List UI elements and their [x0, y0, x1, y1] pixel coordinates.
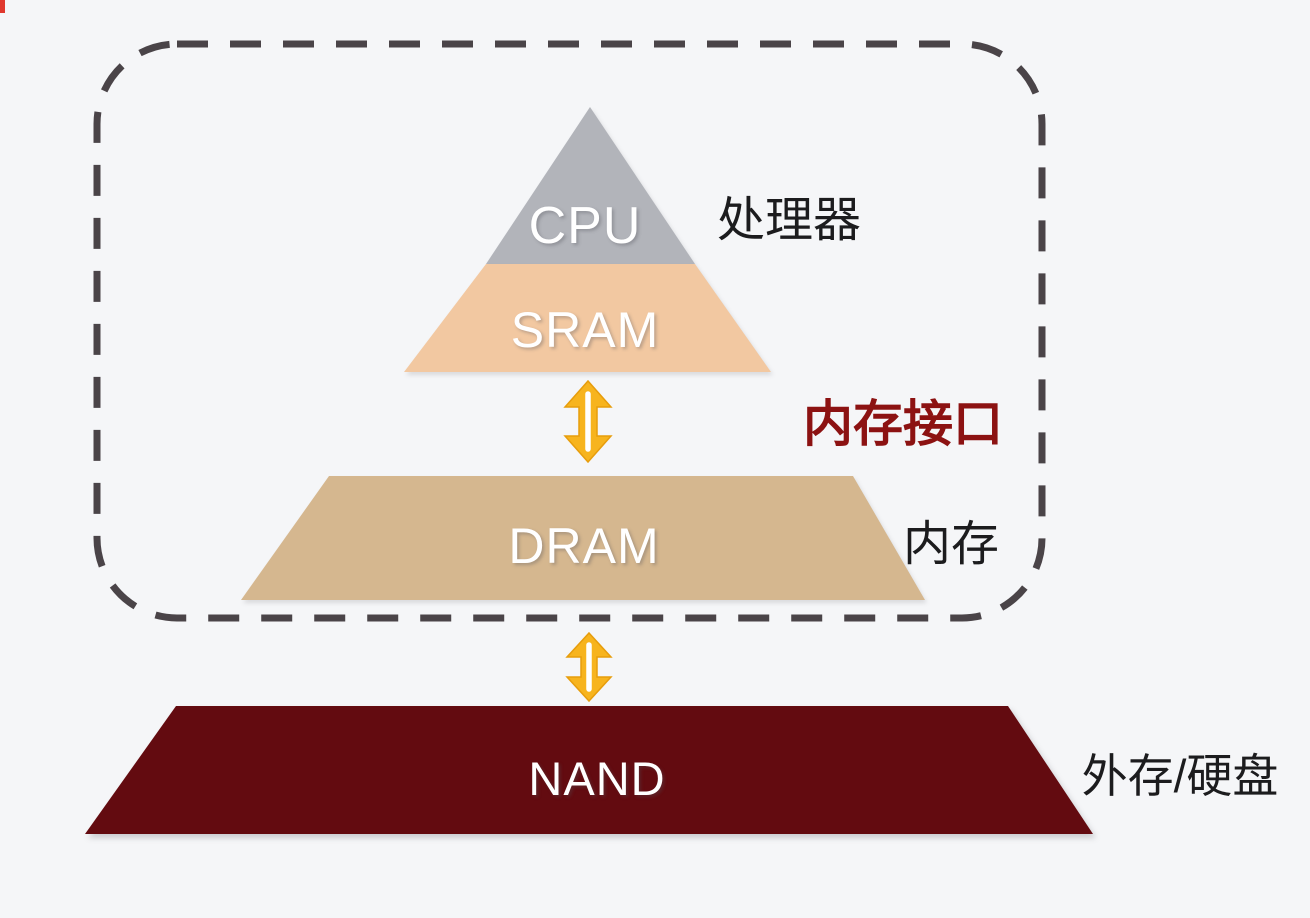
corner-artifact-mark	[0, 0, 5, 13]
cpu-triangle	[486, 107, 695, 264]
dram-label: DRAM	[508, 518, 659, 574]
arrow-dram-nand	[565, 631, 613, 703]
external-storage-annotation: 外存/硬盘	[1082, 750, 1279, 802]
dashed-boundary-frame	[93, 40, 1046, 622]
processor-annotation: 处理器	[717, 194, 861, 247]
memory-interface-annotation: 内存接口	[803, 396, 1003, 452]
cpu-label: CPU	[529, 197, 642, 255]
memory-annotation: 内存	[903, 518, 999, 571]
sram-label: SRAM	[511, 302, 659, 358]
sram-trapezoid	[404, 264, 771, 372]
arrow-sram-dram	[563, 379, 613, 464]
nand-label: NAND	[528, 752, 665, 805]
nand-trapezoid	[85, 706, 1093, 834]
dram-trapezoid	[241, 476, 925, 600]
